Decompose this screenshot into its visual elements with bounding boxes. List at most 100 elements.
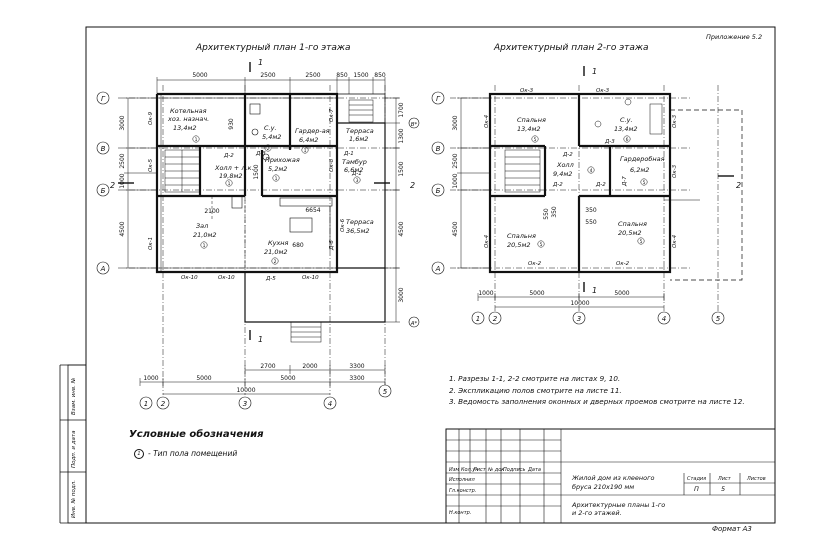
svg-text:4500: 4500 bbox=[119, 221, 126, 236]
svg-text:3000: 3000 bbox=[452, 115, 459, 130]
svg-text:550: 550 bbox=[543, 208, 550, 220]
plan2-title: Архитектурный план 2-го этажа bbox=[493, 43, 649, 53]
svg-text:850: 850 bbox=[374, 72, 386, 79]
svg-text:4500: 4500 bbox=[398, 221, 405, 236]
svg-text:5000: 5000 bbox=[280, 375, 295, 382]
svg-text:6654: 6654 bbox=[305, 207, 320, 214]
svg-text:2: 2 bbox=[410, 181, 415, 190]
room-boiler-area: 13,4м2 bbox=[173, 124, 197, 132]
svg-text:2: 2 bbox=[493, 315, 498, 323]
svg-text:2: 2 bbox=[110, 181, 115, 190]
svg-text:Исполнил: Исполнил bbox=[449, 477, 476, 483]
side-stamp: Инв. № подл. Подп. и дата Взам. инв. № bbox=[59, 364, 87, 524]
svg-text:4500: 4500 bbox=[452, 221, 459, 236]
floor-type-symbol: 1 bbox=[134, 449, 144, 459]
room-living-area: 21,0м2 bbox=[193, 231, 217, 239]
svg-text:4: 4 bbox=[590, 168, 593, 174]
svg-text:А*: А* bbox=[410, 321, 418, 327]
svg-text:1: 1 bbox=[258, 58, 263, 67]
svg-text:Гл.констр.: Гл.констр. bbox=[449, 488, 476, 494]
room-terrace-small-area: 1,6м2 bbox=[349, 135, 368, 143]
svg-text:2500: 2500 bbox=[305, 72, 320, 79]
svg-text:2500: 2500 bbox=[452, 153, 459, 168]
svg-text:1: 1 bbox=[203, 243, 206, 249]
room-entry-area: 5,2м2 bbox=[268, 165, 287, 173]
svg-text:350: 350 bbox=[551, 206, 558, 218]
svg-text:1: 1 bbox=[592, 67, 597, 76]
svg-text:Подпись: Подпись bbox=[503, 467, 526, 473]
svg-text:Д-1: Д-1 bbox=[343, 151, 354, 157]
svg-text:1: 1 bbox=[228, 181, 231, 187]
svg-text:Лист: Лист bbox=[472, 467, 487, 473]
svg-text:2100: 2100 bbox=[204, 208, 219, 215]
room-terrace-small-name: Терраса bbox=[346, 127, 374, 135]
svg-text:10000: 10000 bbox=[236, 387, 255, 394]
svg-text:5: 5 bbox=[643, 180, 646, 186]
svg-text:Д-5: Д-5 bbox=[265, 276, 276, 282]
notes-block: 1. Разрезы 1-1, 2-2 смотрите на листах 9… bbox=[449, 373, 745, 408]
svg-text:Ок-3: Ок-3 bbox=[672, 164, 678, 178]
svg-text:5: 5 bbox=[716, 315, 721, 323]
svg-text:1: 1 bbox=[592, 286, 597, 295]
svg-text:3300: 3300 bbox=[349, 375, 364, 382]
svg-text:550: 550 bbox=[585, 219, 597, 226]
svg-text:4: 4 bbox=[662, 315, 666, 323]
svg-text:Д-3: Д-3 bbox=[255, 151, 266, 157]
svg-text:5000: 5000 bbox=[529, 290, 544, 297]
note-2: 2. Экспликацию полов смотрите на листе 1… bbox=[449, 385, 622, 395]
room-vestibule-name: Тамбур bbox=[342, 158, 367, 166]
svg-text:Гардеробная: Гардеробная bbox=[620, 155, 665, 163]
svg-text:3000: 3000 bbox=[119, 115, 126, 130]
room-hall-area: 19,8м2 bbox=[219, 172, 243, 180]
svg-text:3: 3 bbox=[356, 178, 359, 184]
svg-text:1500: 1500 bbox=[353, 72, 368, 79]
svg-text:1: 1 bbox=[258, 335, 263, 344]
plan1-room-labels: Котельная хоз. назнач. 13,4м2 С.у. 5,4м2… bbox=[167, 107, 374, 256]
svg-text:Ок-4: Ок-4 bbox=[484, 114, 490, 128]
svg-text:С.у.: С.у. bbox=[620, 116, 633, 124]
sheet-frame bbox=[85, 26, 776, 524]
svg-text:Кол.уч: Кол.уч bbox=[461, 467, 478, 473]
svg-text:Г: Г bbox=[101, 95, 106, 103]
svg-text:Ок-3: Ок-3 bbox=[520, 88, 534, 94]
legend-text: - Тип пола помещений bbox=[148, 449, 238, 458]
svg-text:1500: 1500 bbox=[398, 161, 405, 176]
svg-text:Ок-3: Ок-3 bbox=[672, 114, 678, 128]
svg-text:Ок-8: Ок-8 bbox=[329, 158, 335, 172]
note-1: 1. Разрезы 1-1, 2-2 смотрите на листах 9… bbox=[449, 374, 621, 383]
svg-text:10000: 10000 bbox=[570, 300, 589, 307]
svg-text:Д-2: Д-2 bbox=[552, 182, 563, 188]
svg-text:Д-1: Д-1 bbox=[351, 171, 362, 177]
svg-text:5: 5 bbox=[383, 388, 388, 396]
svg-text:Ок-5: Ок-5 bbox=[148, 158, 154, 172]
svg-text:3300: 3300 bbox=[349, 363, 364, 370]
svg-text:6,2м2: 6,2м2 bbox=[630, 166, 649, 174]
svg-text:20,5м2: 20,5м2 bbox=[618, 229, 642, 237]
svg-text:Стадия: Стадия bbox=[687, 476, 706, 482]
svg-text:1: 1 bbox=[476, 315, 480, 323]
svg-text:2: 2 bbox=[161, 400, 166, 408]
svg-text:Б: Б bbox=[436, 187, 441, 195]
room-terrace-big-area: 36,5м2 bbox=[346, 227, 370, 235]
title-block bbox=[445, 428, 776, 524]
svg-text:Д-2: Д-2 bbox=[223, 153, 234, 159]
room-wardrobe-name: Гардер-ая bbox=[295, 127, 330, 135]
room-boiler-name: Котельная bbox=[170, 107, 207, 115]
svg-text:Спальня: Спальня bbox=[517, 116, 546, 124]
room-hall-name: Холл + л.к. bbox=[214, 164, 254, 172]
svg-text:5: 5 bbox=[640, 239, 643, 245]
svg-text:В: В bbox=[436, 145, 441, 153]
svg-text:Дата: Дата bbox=[527, 467, 541, 473]
svg-text:6: 6 bbox=[626, 137, 629, 143]
svg-text:Ок-2: Ок-2 bbox=[528, 261, 542, 267]
svg-text:Листов: Листов bbox=[746, 476, 766, 482]
svg-text:13,4м2: 13,4м2 bbox=[517, 125, 541, 133]
svg-text:2500: 2500 bbox=[260, 72, 275, 79]
room-vestibule-area: 6,6м2 bbox=[344, 166, 363, 174]
svg-text:1700: 1700 bbox=[398, 102, 405, 117]
room-wardrobe-area: 6,4м2 bbox=[299, 136, 318, 144]
svg-text:Изм: Изм bbox=[449, 467, 459, 473]
side-stamp-invno: Инв. № подл. bbox=[71, 480, 77, 518]
svg-text:1500: 1500 bbox=[253, 164, 260, 179]
